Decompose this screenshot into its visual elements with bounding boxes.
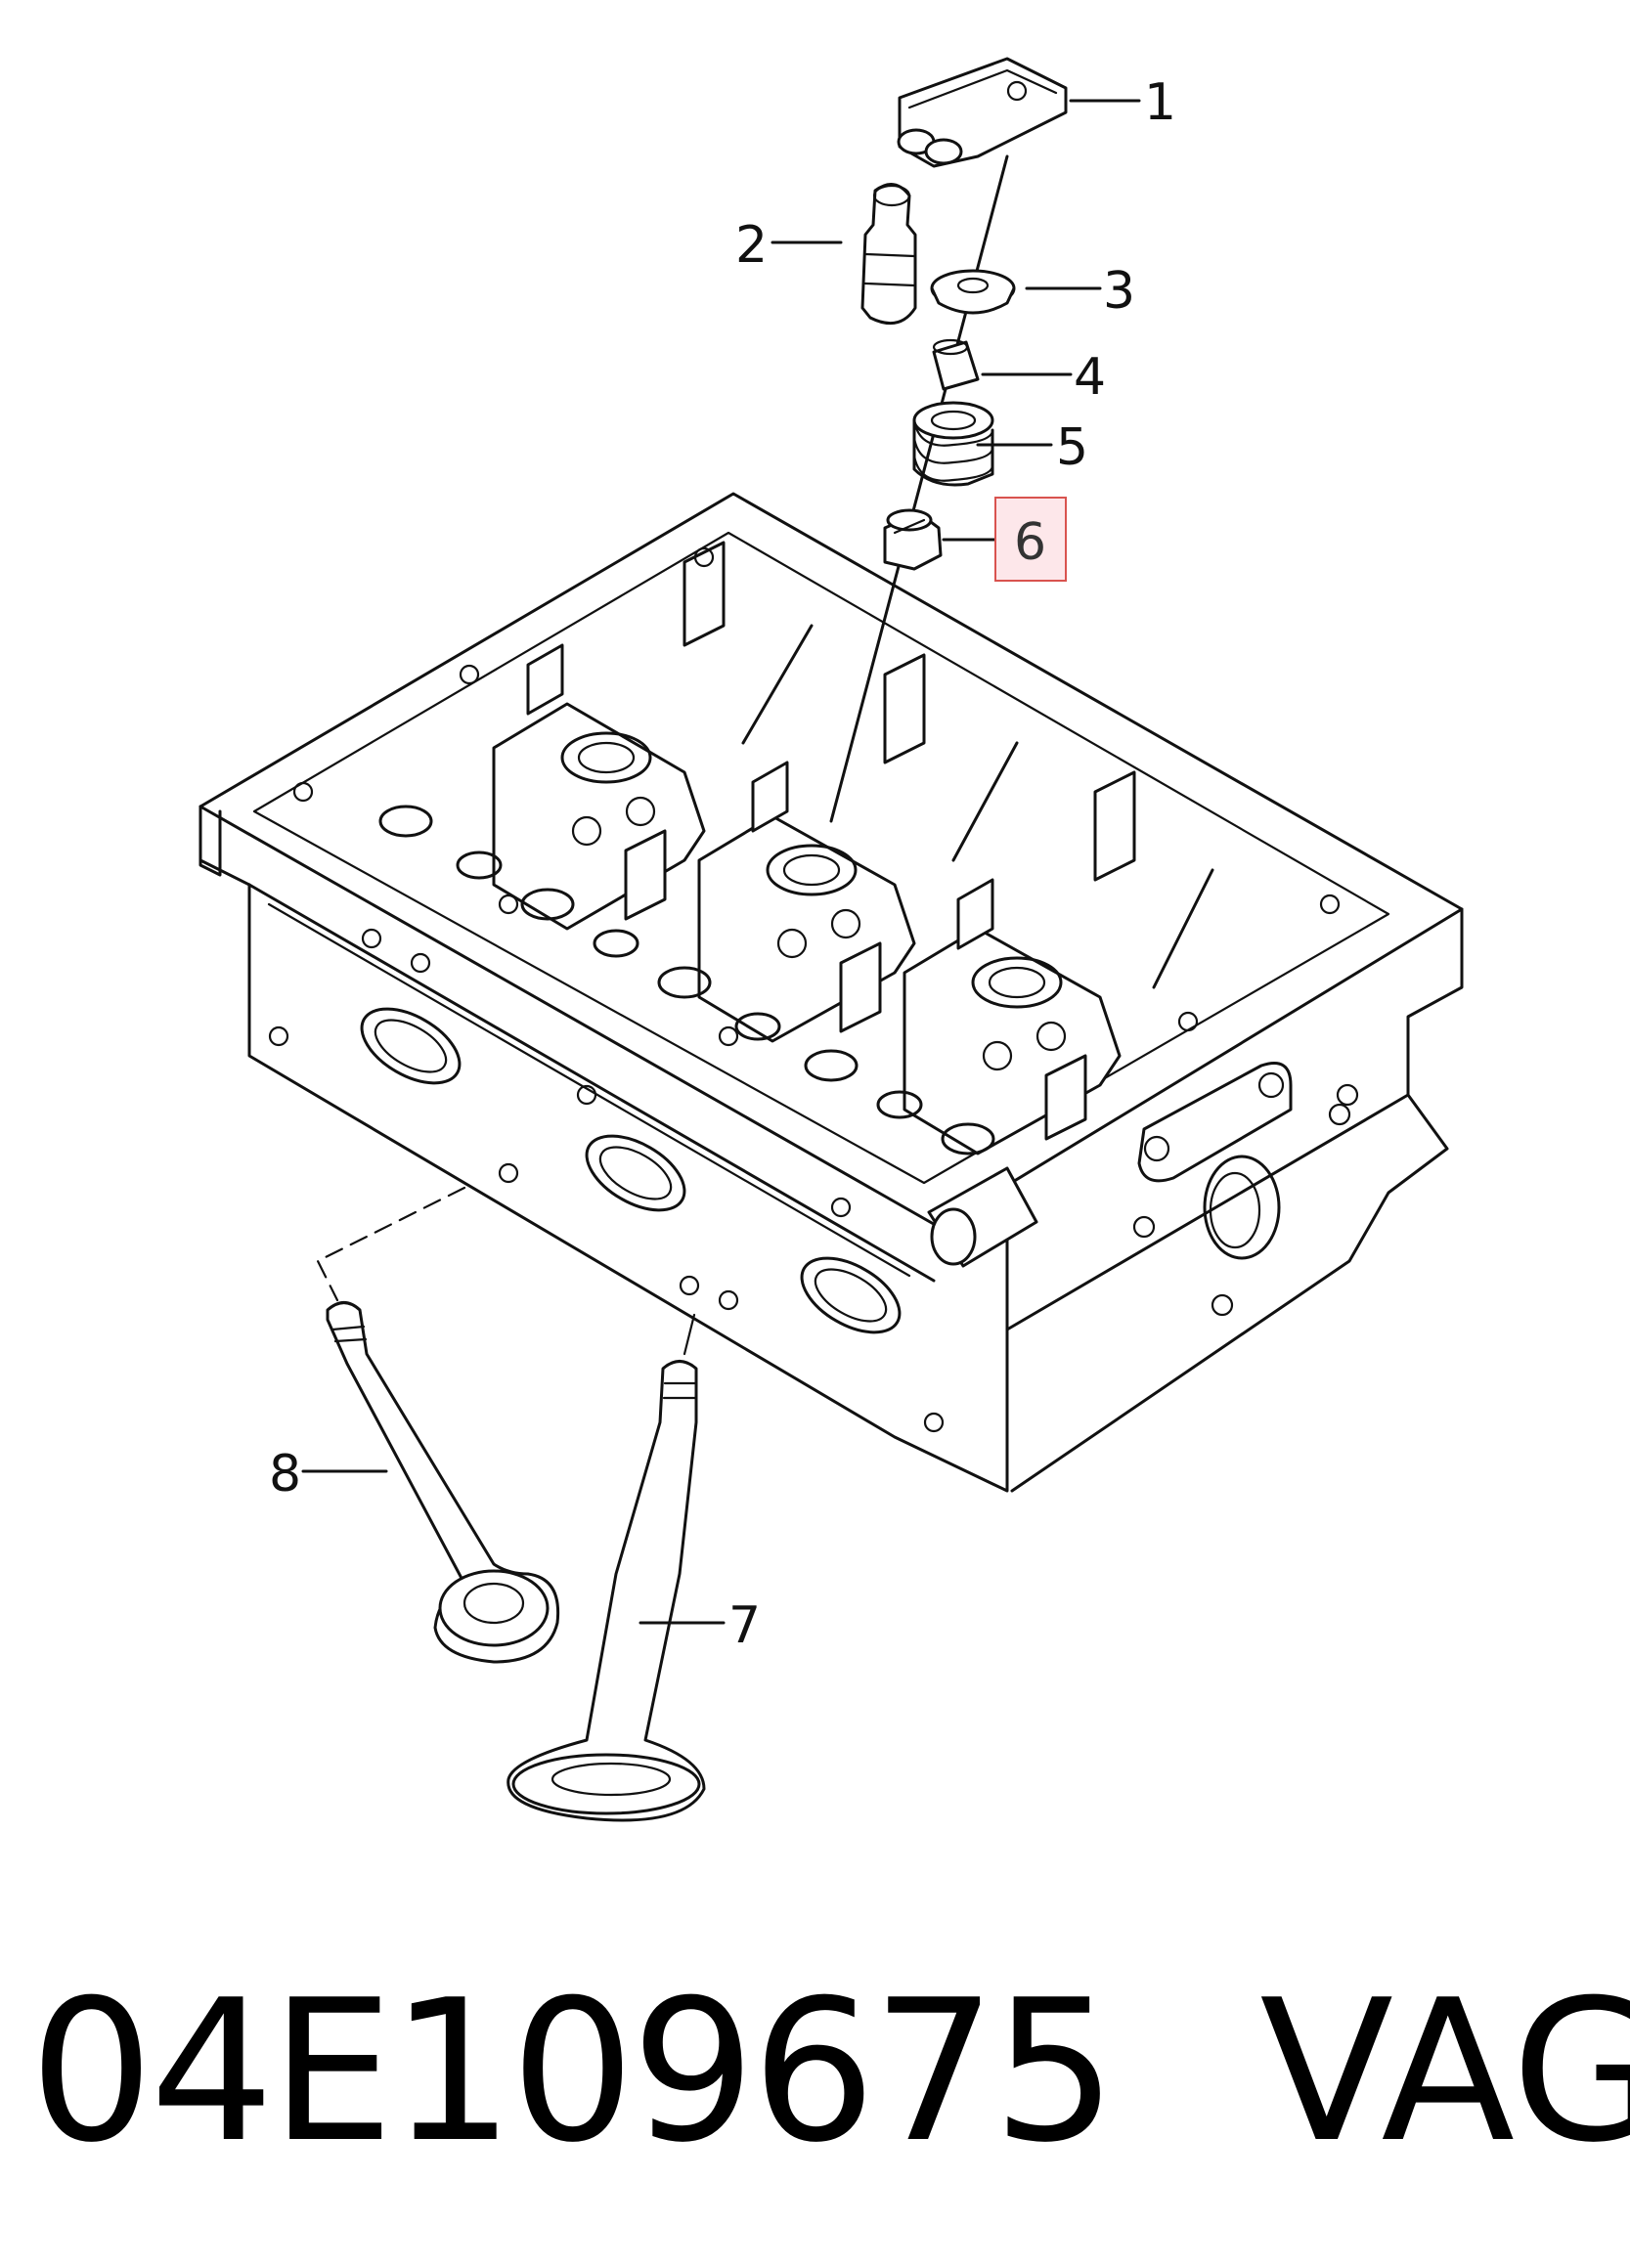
callout-6-highlight	[994, 497, 1067, 582]
brand-name: VAG	[1259, 1958, 1630, 2186]
callout-8: 8	[269, 1445, 301, 1504]
callout-6: 6	[1014, 513, 1046, 572]
cylinder-head	[198, 492, 1464, 1493]
callout-7: 7	[728, 1596, 761, 1655]
valve-stem-seal	[883, 508, 943, 571]
valve-spring	[912, 401, 994, 487]
hydraulic-lifter	[860, 183, 917, 326]
valve-8-leader	[316, 1186, 466, 1302]
valve-7-leader	[683, 1313, 696, 1356]
callout-3: 3	[1103, 262, 1135, 321]
part-number: 04E109675	[29, 1958, 1117, 2186]
callout-leaders	[301, 99, 1141, 1625]
lifter-pockets	[526, 541, 1136, 1141]
assembly-axis-line	[829, 154, 1009, 823]
spring-retainer	[930, 269, 1016, 315]
cam-tower-1	[492, 702, 706, 931]
intake-valve	[326, 1301, 560, 1664]
exhaust-valve	[507, 1360, 706, 1822]
cam-tower-3	[903, 927, 1122, 1156]
roller-rocker-arm	[897, 57, 1068, 168]
callout-2: 2	[735, 216, 768, 275]
callout-5: 5	[1056, 418, 1088, 477]
cam-tower-2	[697, 814, 916, 1043]
callout-4: 4	[1074, 348, 1106, 407]
valve-keeper	[932, 338, 980, 391]
callout-1: 1	[1144, 73, 1176, 132]
valve-seat-rings	[378, 805, 995, 1156]
